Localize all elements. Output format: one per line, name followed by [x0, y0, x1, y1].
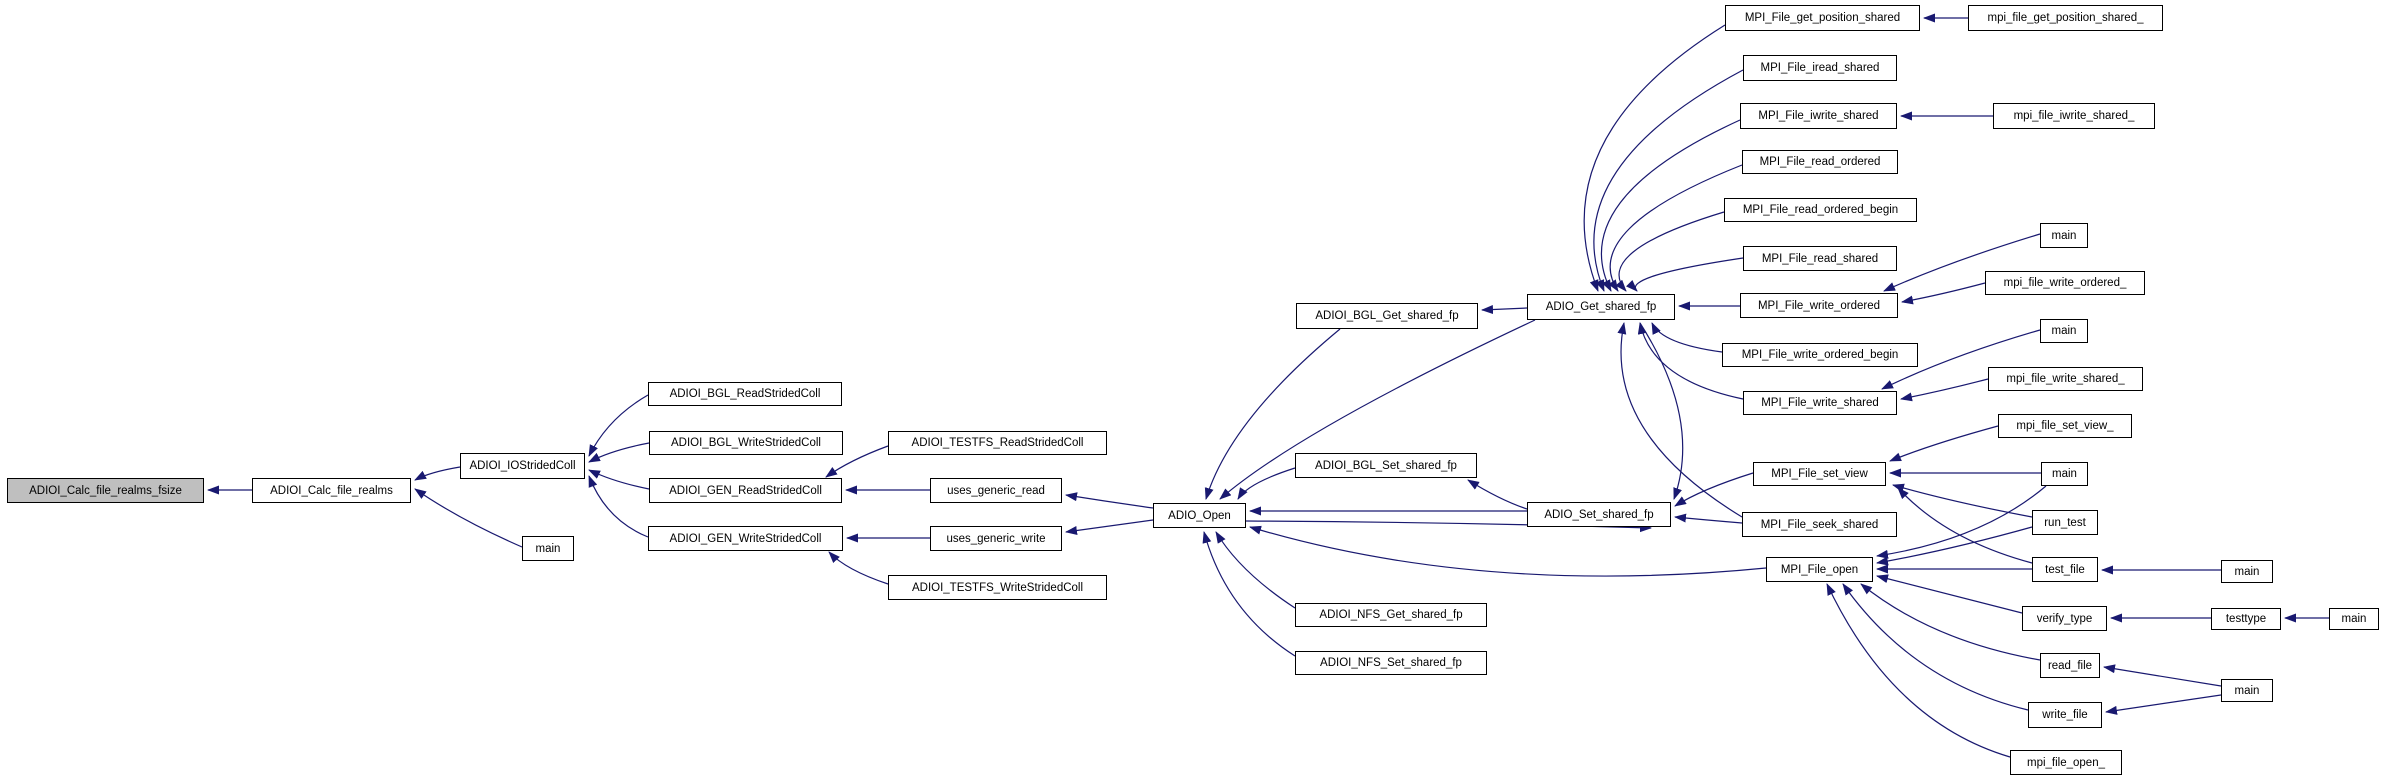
node-main2[interactable]: main [2040, 319, 2088, 343]
node-bgl_set[interactable]: ADIOI_BGL_Set_shared_fp [1295, 453, 1477, 478]
node-gen_read[interactable]: ADIOI_GEN_ReadStridedColl [649, 478, 842, 503]
edge-mpi_read_ordered-to-adio_get [1608, 164, 1743, 292]
edge-adio_open-to-uses_generic_write [1065, 519, 1154, 535]
node-bgl_get[interactable]: ADIOI_BGL_Get_shared_fp [1296, 303, 1478, 329]
edge-mpi_get_position_shared-to-adio_get [1583, 24, 1726, 292]
edge-f_write_ordered-to-mpi_write_ordered [1901, 282, 1986, 305]
edge-mpi_open-to-adio_open [1249, 525, 1767, 577]
edge-gen_write-to-iostridedcoll [588, 475, 649, 538]
edge-bgl_set-to-adio_open [1237, 467, 1296, 500]
node-mpi_write_ordered[interactable]: MPI_File_write_ordered [1740, 293, 1898, 318]
edge-bgl_read-to-iostridedcoll [588, 394, 649, 457]
edge-adio_open-to-uses_generic_read [1065, 492, 1154, 509]
edge-adio_get-to-adio_set [1639, 322, 1684, 500]
node-testfs_read[interactable]: ADIOI_TESTFS_ReadStridedColl [888, 431, 1107, 455]
edge-main3-to-mpi_open [1876, 485, 2047, 559]
edge-testfs_write-to-gen_write [828, 551, 889, 585]
edge-main2-to-mpi_write_shared [1881, 329, 2041, 390]
node-bgl_write[interactable]: ADIOI_BGL_WriteStridedColl [649, 431, 843, 455]
edge-verify_type-to-mpi_open [1876, 574, 2023, 614]
node-testtype[interactable]: testtype [2211, 608, 2281, 630]
node-nfs_get[interactable]: ADIOI_NFS_Get_shared_fp [1295, 603, 1487, 627]
node-main6[interactable]: main [2221, 679, 2273, 702]
edge-mpi_write_ordered_begin-to-adio_get [1651, 322, 1723, 353]
node-mpi_read_ordered_begin[interactable]: MPI_File_read_ordered_begin [1724, 198, 1917, 222]
node-main_realms[interactable]: main [522, 536, 574, 561]
edge-write_file-to-mpi_open [1842, 583, 2029, 711]
node-uses_generic_read[interactable]: uses_generic_read [930, 478, 1062, 503]
edge-iostridedcoll-to-calc_file_realms [414, 466, 461, 481]
edge-mpi_seek_shared-to-adio_get [1617, 322, 1743, 518]
edge-test_file-to-mpi_set_view [1897, 487, 2033, 564]
node-mpi_iwrite_shared[interactable]: MPI_File_iwrite_shared [1740, 103, 1897, 129]
node-mpi_set_view[interactable]: MPI_File_set_view [1753, 462, 1886, 486]
node-main4[interactable]: main [2221, 560, 2273, 583]
node-f_set_view[interactable]: mpi_file_set_view_ [1998, 414, 2132, 438]
edge-testfs_read-to-gen_read [825, 445, 889, 478]
node-adio_get[interactable]: ADIO_Get_shared_fp [1527, 294, 1675, 320]
node-verify_type[interactable]: verify_type [2022, 606, 2107, 631]
node-testfs_write[interactable]: ADIOI_TESTFS_WriteStridedColl [888, 575, 1107, 600]
edge-mpi_seek_shared-to-adio_set [1674, 513, 1743, 524]
node-mpi_get_position_shared[interactable]: MPI_File_get_position_shared [1725, 5, 1920, 31]
node-mpi_read_shared[interactable]: MPI_File_read_shared [1743, 246, 1897, 271]
node-write_file[interactable]: write_file [2028, 702, 2102, 728]
edge-bgl_get-to-adio_open [1204, 328, 1341, 500]
node-gen_write[interactable]: ADIOI_GEN_WriteStridedColl [648, 526, 843, 551]
node-mpi_write_shared[interactable]: MPI_File_write_shared [1743, 391, 1897, 415]
edge-nfs_get-to-adio_open [1215, 531, 1296, 609]
node-adio_set[interactable]: ADIO_Set_shared_fp [1527, 502, 1671, 527]
node-f_get_position_shared[interactable]: mpi_file_get_position_shared_ [1968, 5, 2163, 31]
node-test_file[interactable]: test_file [2032, 557, 2098, 582]
edge-f_set_view-to-mpi_set_view [1889, 425, 1999, 462]
node-mpi_seek_shared[interactable]: MPI_File_seek_shared [1742, 512, 1897, 537]
edge-run_test-to-mpi_set_view [1892, 483, 2033, 518]
edge-adio_set-to-bgl_set [1467, 479, 1528, 510]
node-mpi_write_ordered_begin[interactable]: MPI_File_write_ordered_begin [1722, 343, 1918, 367]
node-mpi_iread_shared[interactable]: MPI_File_iread_shared [1743, 55, 1897, 81]
node-uses_generic_write[interactable]: uses_generic_write [930, 526, 1062, 551]
node-f_iwrite_shared[interactable]: mpi_file_iwrite_shared_ [1993, 103, 2155, 129]
edge-mpi_write_shared-to-adio_get [1637, 322, 1744, 400]
edge-main6-to-read_file [2103, 664, 2222, 687]
node-mpi_open[interactable]: MPI_File_open [1766, 557, 1873, 582]
node-main3[interactable]: main [2041, 462, 2088, 486]
edge-mpi_read_ordered_begin-to-adio_get [1615, 211, 1725, 292]
node-calc_file_realms_fsize[interactable]: ADIOI_Calc_file_realms_fsize [7, 478, 204, 503]
edge-main1-to-mpi_write_ordered [1883, 233, 2041, 292]
edge-f_write_shared-to-mpi_write_shared [1900, 378, 1989, 402]
node-iostridedcoll[interactable]: ADIOI_IOStridedColl [460, 453, 585, 479]
edge-run_test-to-mpi_open [1876, 526, 2033, 566]
edge-nfs_set-to-adio_open [1202, 531, 1296, 657]
edge-bgl_write-to-iostridedcoll [588, 442, 650, 463]
edge-f_open-to-mpi_open [1826, 583, 2011, 758]
edge-mpi_iread_shared-to-adio_get [1593, 69, 1744, 292]
node-adio_open[interactable]: ADIO_Open [1153, 503, 1246, 528]
node-main5[interactable]: main [2329, 608, 2379, 630]
node-run_test[interactable]: run_test [2032, 510, 2098, 535]
node-f_write_shared[interactable]: mpi_file_write_shared_ [1988, 367, 2143, 391]
node-bgl_read[interactable]: ADIOI_BGL_ReadStridedColl [648, 382, 842, 406]
node-main1[interactable]: main [2040, 223, 2088, 248]
edge-read_file-to-mpi_open [1860, 583, 2041, 661]
node-read_file[interactable]: read_file [2040, 653, 2100, 678]
node-f_write_ordered[interactable]: mpi_file_write_ordered_ [1985, 271, 2145, 295]
edge-gen_read-to-iostridedcoll [588, 469, 650, 490]
edge-main6-to-write_file [2105, 694, 2222, 715]
node-mpi_read_ordered[interactable]: MPI_File_read_ordered [1742, 150, 1898, 174]
edge-mpi_set_view-to-adio_set [1674, 472, 1754, 507]
node-f_open[interactable]: mpi_file_open_ [2010, 750, 2122, 775]
edge-adio_get-to-adio_open [1219, 319, 1536, 500]
node-nfs_set[interactable]: ADIOI_NFS_Set_shared_fp [1295, 651, 1487, 675]
edge-main_realms-to-calc_file_realms [414, 488, 523, 548]
edge-adio_get-to-bgl_get [1481, 305, 1528, 315]
node-calc_file_realms[interactable]: ADIOI_Calc_file_realms [252, 478, 411, 503]
edge-mpi_iwrite_shared-to-adio_get [1600, 119, 1741, 292]
edge-mpi_read_shared-to-adio_get [1626, 257, 1744, 292]
